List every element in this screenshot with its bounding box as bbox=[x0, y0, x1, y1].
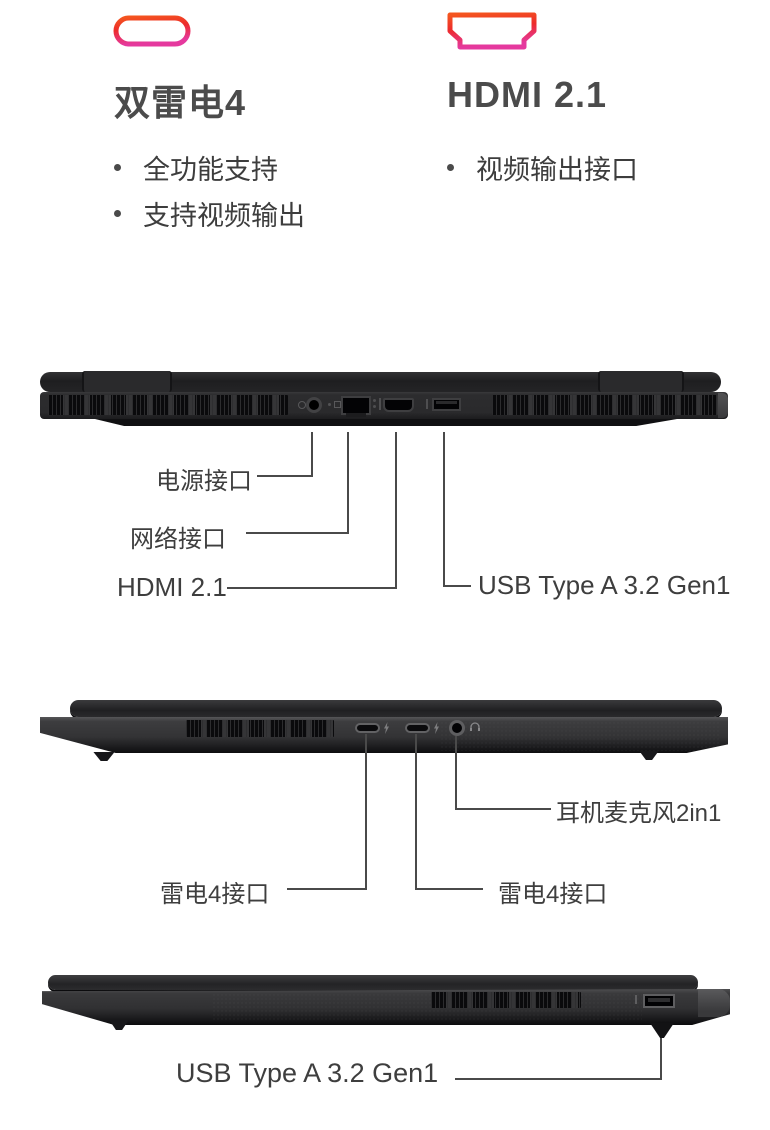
rubber-foot bbox=[93, 752, 115, 761]
callout-line-usb bbox=[455, 1078, 662, 1080]
rubber-foot bbox=[639, 751, 659, 760]
callout-line-thunderbolt2 bbox=[415, 888, 483, 890]
lightning-icon bbox=[433, 721, 440, 739]
laptop-side-body bbox=[42, 989, 730, 1025]
vent-grille bbox=[186, 720, 334, 737]
laptop-rear-body bbox=[40, 392, 728, 419]
rubber-foot bbox=[109, 1020, 129, 1030]
feature-bullet: 全功能支持 bbox=[114, 144, 305, 190]
laptop-left-side-view bbox=[40, 695, 730, 767]
callout-line-usb bbox=[443, 432, 445, 587]
thunderbolt4-port-2 bbox=[405, 723, 430, 733]
thunderbolt4-port-1 bbox=[355, 723, 380, 733]
network-port-label: 网络接口 bbox=[130, 526, 226, 553]
status-led bbox=[328, 403, 331, 406]
laptop-lid-edge bbox=[70, 700, 722, 717]
body-end-cap bbox=[718, 393, 728, 418]
bullet-dot-icon bbox=[447, 163, 454, 171]
power-port-label: 电源接口 bbox=[156, 468, 252, 495]
callout-line-network bbox=[347, 432, 349, 534]
headphone-jack-label: 耳机麦克风2in1 bbox=[556, 800, 722, 827]
rubber-foot bbox=[650, 1023, 674, 1038]
laptop-bottom-shadow bbox=[95, 419, 677, 426]
usb-icon bbox=[635, 995, 637, 1004]
callout-line-network bbox=[246, 532, 349, 534]
usb-c-port-icon bbox=[113, 15, 191, 52]
texture bbox=[440, 721, 720, 751]
callout-line-hdmi bbox=[395, 432, 397, 589]
laptop-rear-view bbox=[40, 371, 730, 427]
callout-line-headphone bbox=[455, 736, 457, 810]
ethernet-icon bbox=[334, 401, 341, 408]
bullet-text: 全功能支持 bbox=[143, 154, 278, 185]
thunderbolt4-label-2: 雷电4接口 bbox=[498, 881, 608, 908]
power-icon bbox=[298, 401, 306, 409]
callout-line-hdmi bbox=[227, 587, 397, 589]
feature-bullet: 支持视频输出 bbox=[114, 190, 305, 236]
usb-icon bbox=[426, 399, 428, 409]
usb-port-label: USB Type A 3.2 Gen1 bbox=[478, 570, 731, 600]
feature-bullet: 视频输出接口 bbox=[447, 144, 638, 190]
callout-line-thunderbolt1 bbox=[365, 734, 367, 890]
callout-line-usb bbox=[660, 1038, 662, 1080]
callout-line-thunderbolt2 bbox=[415, 734, 417, 890]
feature-title-hdmi: HDMI 2.1 bbox=[447, 74, 608, 115]
bullet-text: 支持视频输出 bbox=[143, 200, 305, 231]
laptop-right-side-view bbox=[42, 970, 732, 1042]
laptop-lid-edge bbox=[48, 975, 698, 990]
callout-line-power bbox=[311, 432, 313, 477]
ethernet-port-clip bbox=[346, 413, 366, 417]
indicator-bar bbox=[379, 398, 381, 410]
usb-port-label: USB Type A 3.2 Gen1 bbox=[176, 1058, 439, 1088]
hdmi-port-label: HDMI 2.1 bbox=[117, 572, 227, 602]
power-port bbox=[306, 397, 322, 413]
lightning-icon bbox=[383, 721, 390, 739]
bullet-dot-icon bbox=[114, 163, 121, 171]
laptop-side-body bbox=[40, 717, 728, 753]
hinge-left bbox=[82, 371, 172, 392]
indicator-dot bbox=[373, 405, 376, 408]
body-end-cap bbox=[698, 989, 730, 1017]
vent-grille-right bbox=[492, 395, 718, 415]
callout-line-usb bbox=[443, 585, 471, 587]
headphone-icon bbox=[469, 720, 481, 738]
indicator-dot bbox=[373, 399, 376, 402]
hdmi-port bbox=[383, 398, 414, 412]
feature-title-thunderbolt: 双雷电4 bbox=[114, 82, 247, 123]
headphone-jack-port bbox=[449, 720, 465, 736]
callout-line-headphone bbox=[455, 808, 551, 810]
vent-grille-left bbox=[48, 395, 288, 415]
usb-a-port bbox=[643, 994, 675, 1008]
hinge-right bbox=[598, 371, 684, 392]
hdmi-port-icon bbox=[444, 10, 540, 57]
thunderbolt4-label-1: 雷电4接口 bbox=[160, 881, 270, 908]
callout-line-thunderbolt1 bbox=[287, 888, 367, 890]
laptop-lid-edge bbox=[40, 372, 721, 392]
usb-a-port bbox=[432, 398, 461, 411]
vent-grille bbox=[431, 992, 581, 1008]
bullet-dot-icon bbox=[114, 209, 121, 217]
callout-line-power bbox=[257, 475, 313, 477]
bullet-text: 视频输出接口 bbox=[476, 154, 638, 185]
